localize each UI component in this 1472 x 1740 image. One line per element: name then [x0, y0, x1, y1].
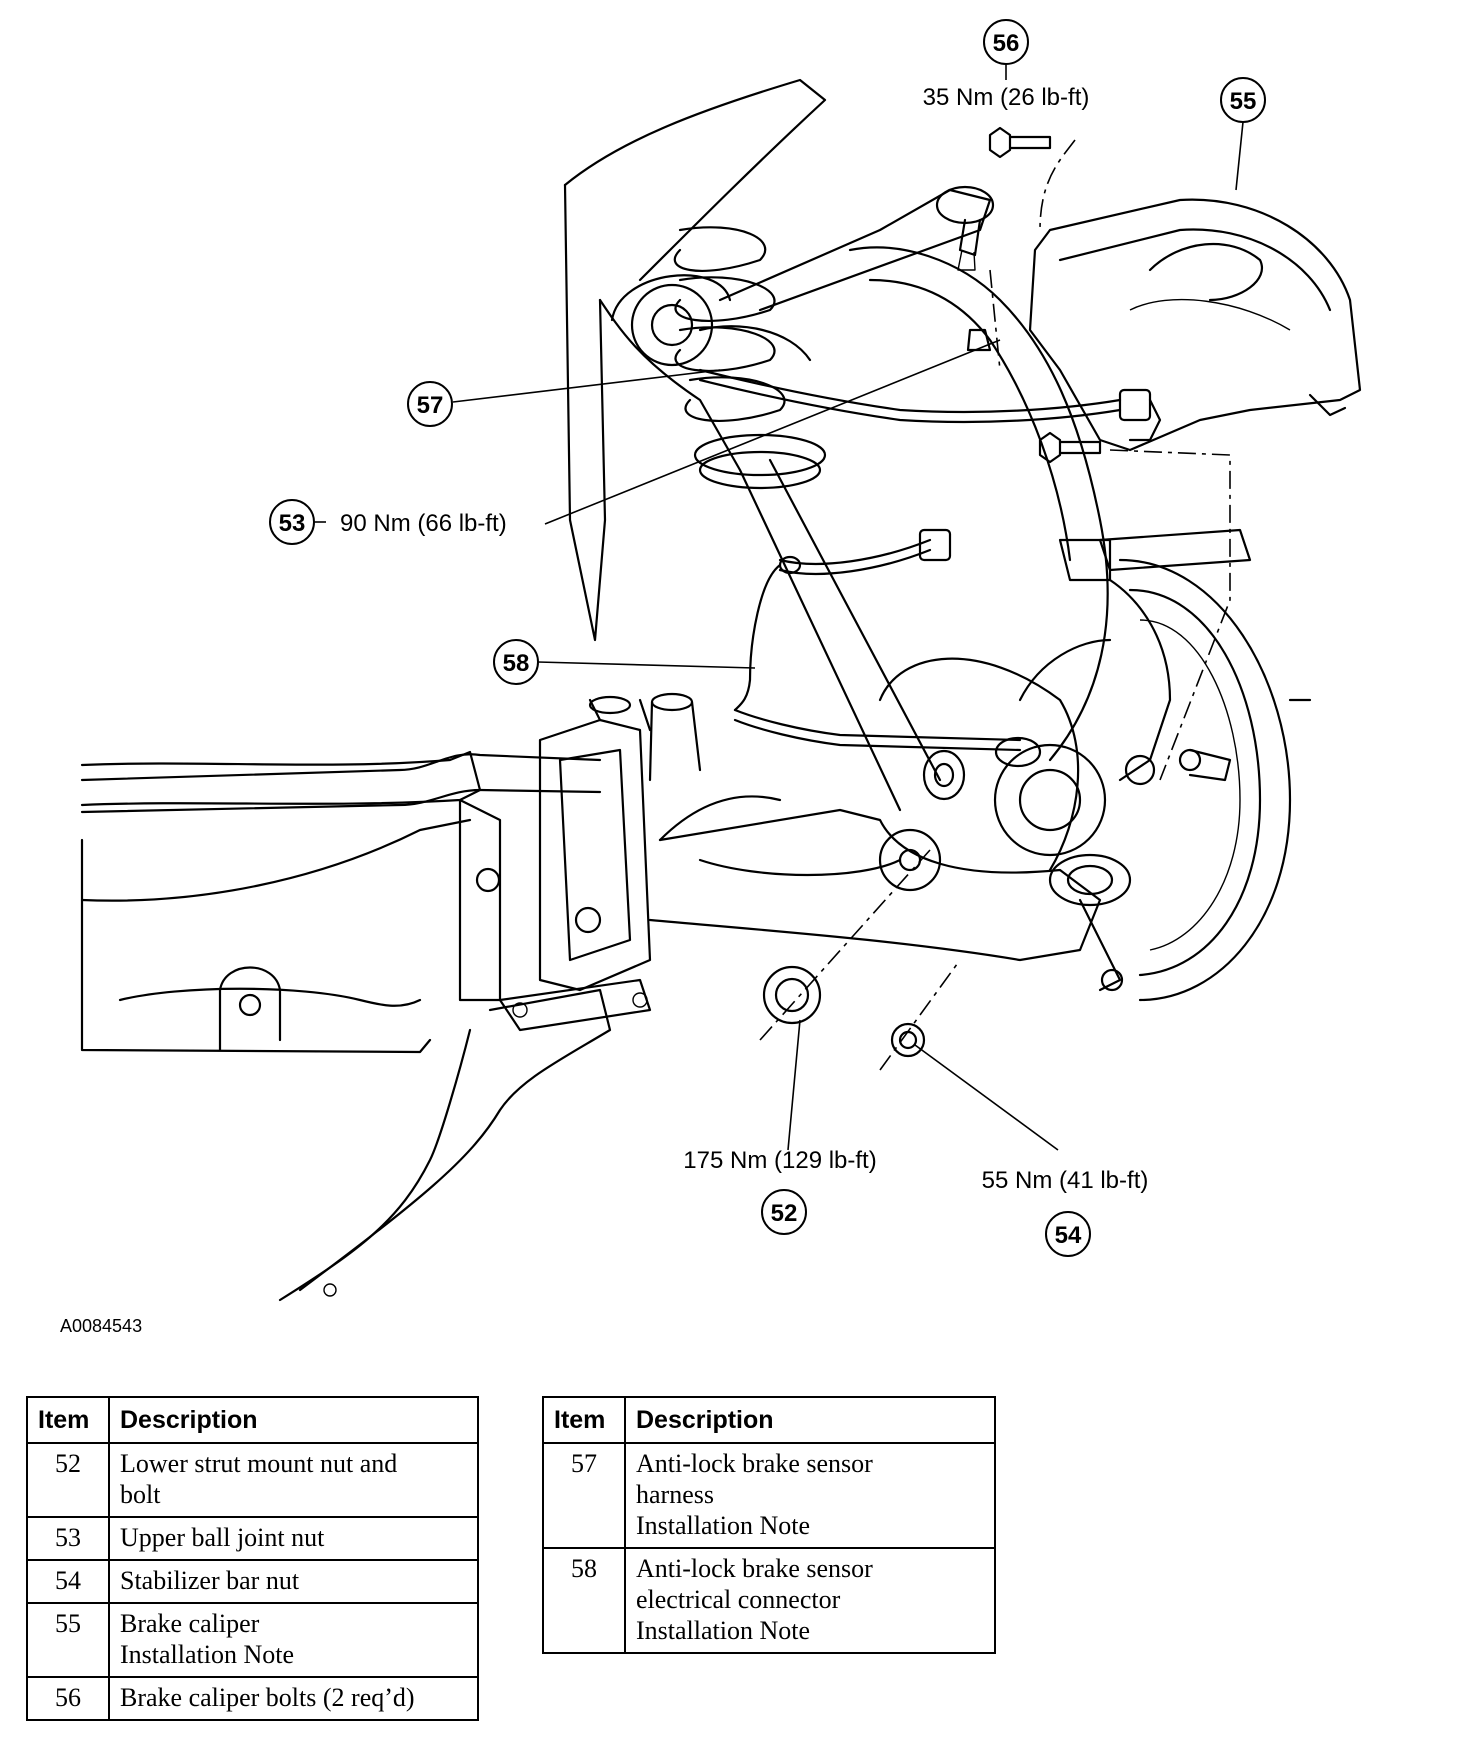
callout-55: 55 [1220, 77, 1266, 123]
table-row: 55 Brake caliper Installation Note [26, 1602, 479, 1678]
item-number: 53 [26, 1516, 110, 1561]
header-description: Description [108, 1396, 479, 1444]
callout-54: 55 Nm (41 lb-ft) 54 [982, 1167, 1149, 1257]
installation-note-link[interactable]: Installation Note [636, 1511, 811, 1540]
legend-table-right: Item Description 57 Anti-lock brake sens… [542, 1396, 996, 1654]
callout-57: 57 [407, 381, 453, 427]
table-row: 54 Stabilizer bar nut [26, 1559, 479, 1604]
caliper-bracket-drawing [1058, 528, 1252, 786]
lower-link-drawing [278, 978, 652, 1302]
svg-text:58: 58 [503, 650, 530, 677]
item-number: 55 [26, 1602, 110, 1678]
callout-58: 58 [493, 639, 539, 685]
stabilizer-bar-drawing [80, 753, 602, 814]
abs-harness-drawing [698, 368, 1152, 768]
header-item: Item [26, 1396, 110, 1444]
item-description: Anti-lock brake sensor harness Installat… [624, 1442, 996, 1549]
suspension-illustration: 56 35 Nm (26 lb-ft) 55 57 53 90 Nm (66 l… [60, 19, 1362, 1336]
item-number: 54 [26, 1559, 110, 1604]
item-number: 58 [542, 1547, 626, 1654]
legend-header-row: Item Description [542, 1396, 996, 1444]
upper-arm-drawing [718, 185, 995, 352]
table-row: 56 Brake caliper bolts (2 req’d) [26, 1676, 479, 1721]
installation-note-link[interactable]: Installation Note [636, 1616, 811, 1645]
callout-56: 56 35 Nm (26 lb-ft) [923, 19, 1090, 111]
svg-text:55: 55 [1230, 88, 1257, 115]
table-row: 52 Lower strut mount nut and bolt [26, 1442, 479, 1518]
svg-text:54: 54 [1055, 1222, 1082, 1249]
header-description: Description [624, 1396, 996, 1444]
fasteners-drawing [762, 126, 1102, 1058]
callout-leaders [452, 62, 1244, 1151]
table-row: 57 Anti-lock brake sensor harness Instal… [542, 1442, 996, 1549]
installation-note-link[interactable]: Installation Note [120, 1640, 295, 1669]
header-item: Item [542, 1396, 626, 1444]
table-row: 53 Upper ball joint nut [26, 1516, 479, 1561]
item-description: Brake caliper bolts (2 req’d) [108, 1676, 479, 1721]
item-description: Lower strut mount nut and bolt [108, 1442, 479, 1518]
legend-header-row: Item Description [26, 1396, 479, 1444]
item-description: Brake caliper Installation Note [108, 1602, 479, 1678]
item-description: Stabilizer bar nut [108, 1559, 479, 1604]
svg-text:90 Nm (66 lb-ft): 90 Nm (66 lb-ft) [340, 510, 507, 537]
svg-text:53: 53 [279, 510, 306, 537]
subframe-drawing [80, 692, 702, 1054]
table-row: 58 Anti-lock brake sensor electrical con… [542, 1547, 996, 1654]
callout-53: 53 90 Nm (66 lb-ft) [269, 499, 507, 545]
item-description: Upper ball joint nut [108, 1516, 479, 1561]
installation-axis-lines [759, 139, 1231, 1071]
svg-text:55 Nm (41 lb-ft): 55 Nm (41 lb-ft) [982, 1167, 1149, 1194]
item-number: 56 [26, 1676, 110, 1721]
svg-text:175 Nm (129 lb-ft): 175 Nm (129 lb-ft) [683, 1147, 876, 1174]
legend-table-left: Item Description 52 Lower strut mount nu… [26, 1396, 479, 1721]
callout-52: 175 Nm (129 lb-ft) 52 [683, 1147, 877, 1235]
item-number: 52 [26, 1442, 110, 1518]
knuckle-hub-drawing [848, 246, 1132, 992]
brake-caliper-drawing [1028, 198, 1362, 452]
svg-text:57: 57 [417, 392, 444, 419]
svg-text:35 Nm (26 lb-ft): 35 Nm (26 lb-ft) [923, 84, 1090, 111]
figure-id: A0084543 [60, 1316, 142, 1336]
svg-text:56: 56 [993, 30, 1020, 57]
brake-rotor-drawing [1018, 558, 1312, 1002]
lower-control-arm-drawing [648, 749, 1102, 962]
strut-assembly-drawing [563, 78, 942, 812]
item-number: 57 [542, 1442, 626, 1549]
item-description: Anti-lock brake sensor electrical connec… [624, 1547, 996, 1654]
svg-text:52: 52 [771, 1200, 798, 1227]
